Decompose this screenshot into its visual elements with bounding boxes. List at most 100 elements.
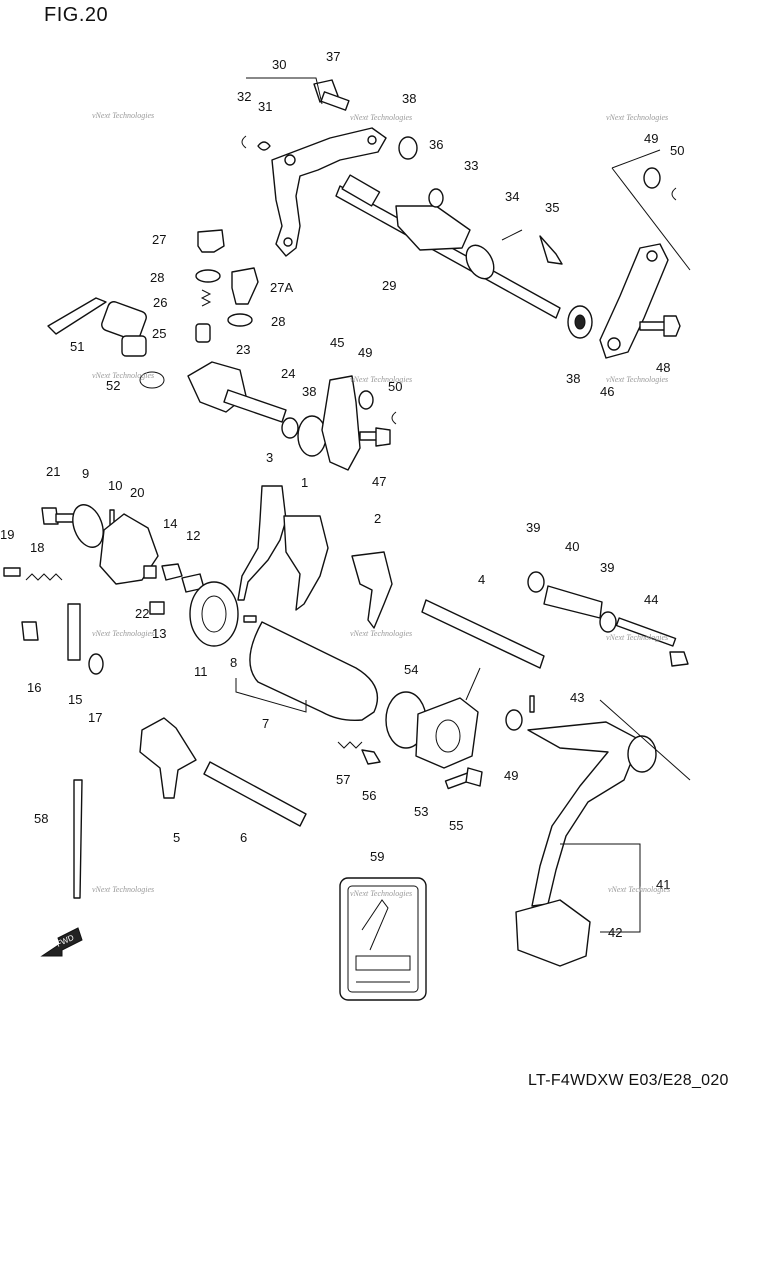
callout-10: 10 (108, 478, 122, 493)
part-plug-27 (197, 229, 225, 253)
part-plate-46 (321, 375, 361, 471)
part-label-60 (339, 877, 427, 1001)
part-stopper-15 (67, 603, 81, 661)
watermark: vNext Technologies (606, 633, 668, 642)
part-switch-54-hole (435, 719, 461, 753)
part-rod-4 (421, 599, 545, 669)
part-washer-17 (88, 653, 104, 675)
callout-58: 57 (336, 772, 350, 787)
part-oring-40 (527, 571, 545, 593)
callout-29: 29 (382, 278, 396, 293)
model-code: LT-F4WDXW E03/E28_020 (528, 1072, 729, 1089)
callout-37: 37 (326, 49, 340, 64)
callout-11: 11 (194, 664, 208, 679)
callout-28: 28 (150, 270, 164, 285)
part-plug-27A (231, 267, 259, 305)
callout-15: 15 (68, 692, 82, 707)
callout-20: 20 (130, 485, 144, 500)
part-washer-50-mid (358, 390, 374, 410)
watermark: vNext Technologies (92, 111, 154, 120)
part-spring-31 (257, 141, 271, 151)
callout-47: 46 (600, 384, 614, 399)
part-switch-54 (415, 697, 479, 769)
callout-36: 36 (429, 137, 443, 152)
callout-3: 3 (266, 450, 273, 465)
part-gearshift-arm-30 (271, 127, 387, 257)
leader-30 (246, 77, 323, 105)
callout-7: 7 (262, 716, 269, 731)
part-fork-5 (139, 717, 197, 799)
part-screw-19 (3, 567, 21, 577)
callout-14: 14 (163, 516, 177, 531)
callout-26: 26 (153, 295, 167, 310)
callout-21: 21 (46, 464, 60, 479)
part-spring-26 (200, 289, 212, 307)
callout-40b: 39 (600, 560, 614, 575)
callout-54: 53 (414, 804, 428, 819)
callout-50b: 49 (358, 345, 372, 360)
watermark: vNext Technologies (350, 113, 412, 122)
callout-labels: 1 2 3 4 5 6 7 8 9 10 11 12 13 14 15 16 1… (0, 49, 684, 940)
part-washer-24 (281, 417, 299, 439)
part-spring-18 (25, 573, 63, 581)
callout-22: 22 (135, 606, 149, 621)
callout-16: 16 (27, 680, 41, 695)
callout-32: 32 (237, 89, 251, 104)
callout-28b: 28 (271, 314, 285, 329)
callout-53: 52 (106, 378, 120, 393)
part-pedal-pivot (627, 735, 657, 773)
callout-24: 24 (281, 366, 295, 381)
part-oring-40b (599, 611, 617, 633)
part-washer-50-top (643, 167, 661, 189)
part-bolt-48 (359, 427, 391, 447)
part-bearing-39 (297, 415, 327, 457)
callout-18: 18 (30, 540, 44, 555)
part-fork-2 (351, 551, 393, 629)
part-clip-51-top (671, 187, 677, 201)
part-gear-position-switch-52 (47, 297, 147, 357)
part-rod-6 (203, 761, 307, 827)
callout-59: 58 (34, 811, 48, 826)
callout-30: 30 (272, 57, 286, 72)
part-shaft-41 (543, 585, 603, 619)
callout-43: 42 (608, 925, 622, 940)
callout-17: 17 (88, 710, 102, 725)
callout-33: 33 (464, 158, 478, 173)
part-plate-9 (72, 504, 104, 548)
part-gearshift-shaft-29 (335, 174, 593, 339)
watermark: vNext Technologies (92, 629, 154, 638)
callout-45: 44 (644, 592, 658, 607)
part-washer-28 (195, 269, 221, 283)
part-fork-3 (237, 485, 287, 601)
part-cam-stopper-13 (149, 601, 165, 615)
leader-42-43 (560, 843, 641, 933)
callout-55: 54 (404, 662, 418, 677)
part-shift-lever-47 (599, 149, 691, 359)
callout-13: 13 (152, 626, 166, 641)
callout-51b: 50 (388, 379, 402, 394)
callout-5: 5 (173, 830, 180, 845)
part-pin-44 (529, 695, 535, 713)
callout-39: 38 (566, 371, 580, 386)
callout-56: 55 (449, 818, 463, 833)
part-pin-57 (361, 749, 381, 765)
watermark: vNext Technologies (350, 629, 412, 638)
callout-25: 25 (152, 326, 166, 341)
callout-4: 4 (478, 572, 485, 587)
callout-38: 38 (402, 91, 416, 106)
watermarks: vNext Technologies vNext Technologies vN… (92, 111, 670, 898)
part-washer-28b (227, 313, 253, 327)
part-pedal-guide (599, 699, 691, 781)
part-bearing-11 (189, 581, 239, 647)
callout-23: 23 (236, 342, 250, 357)
part-cable-tie-59 (73, 779, 83, 899)
watermark: vNext Technologies (92, 371, 154, 380)
callout-46: 45 (330, 335, 344, 350)
part-pin-8 (243, 615, 257, 623)
part-clip-51-mid (391, 411, 397, 425)
watermark: vNext Technologies (606, 375, 668, 384)
part-bearing-11-inner (201, 595, 227, 633)
part-pin-22 (143, 565, 157, 579)
callout-57: 56 (362, 788, 376, 803)
